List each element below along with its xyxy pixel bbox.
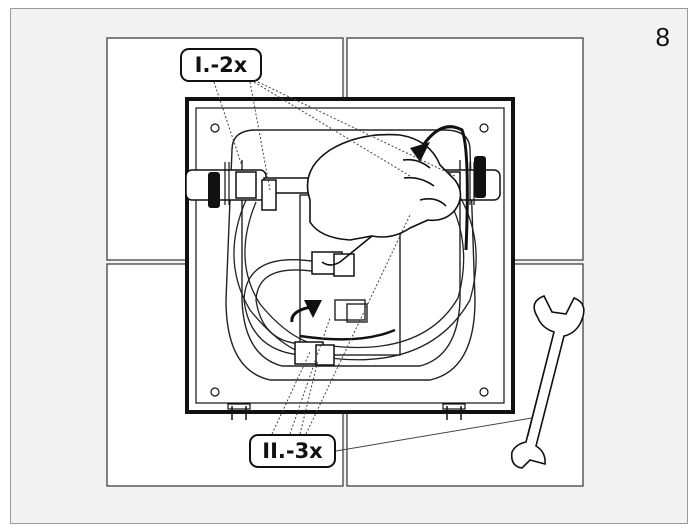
callout-step-two: II.-3x xyxy=(249,434,336,468)
flexible-hose xyxy=(233,174,477,366)
callout-step-one: I.-2x xyxy=(180,48,262,82)
open-end-wrench-icon xyxy=(510,294,585,469)
arrow-heads xyxy=(304,142,430,318)
valve-levers xyxy=(208,156,486,208)
appliance-body xyxy=(225,129,476,381)
hand xyxy=(306,133,462,266)
step-number: 8 xyxy=(655,22,670,52)
callout-leader-lines xyxy=(213,81,456,435)
wrench-leader-line xyxy=(335,417,533,452)
